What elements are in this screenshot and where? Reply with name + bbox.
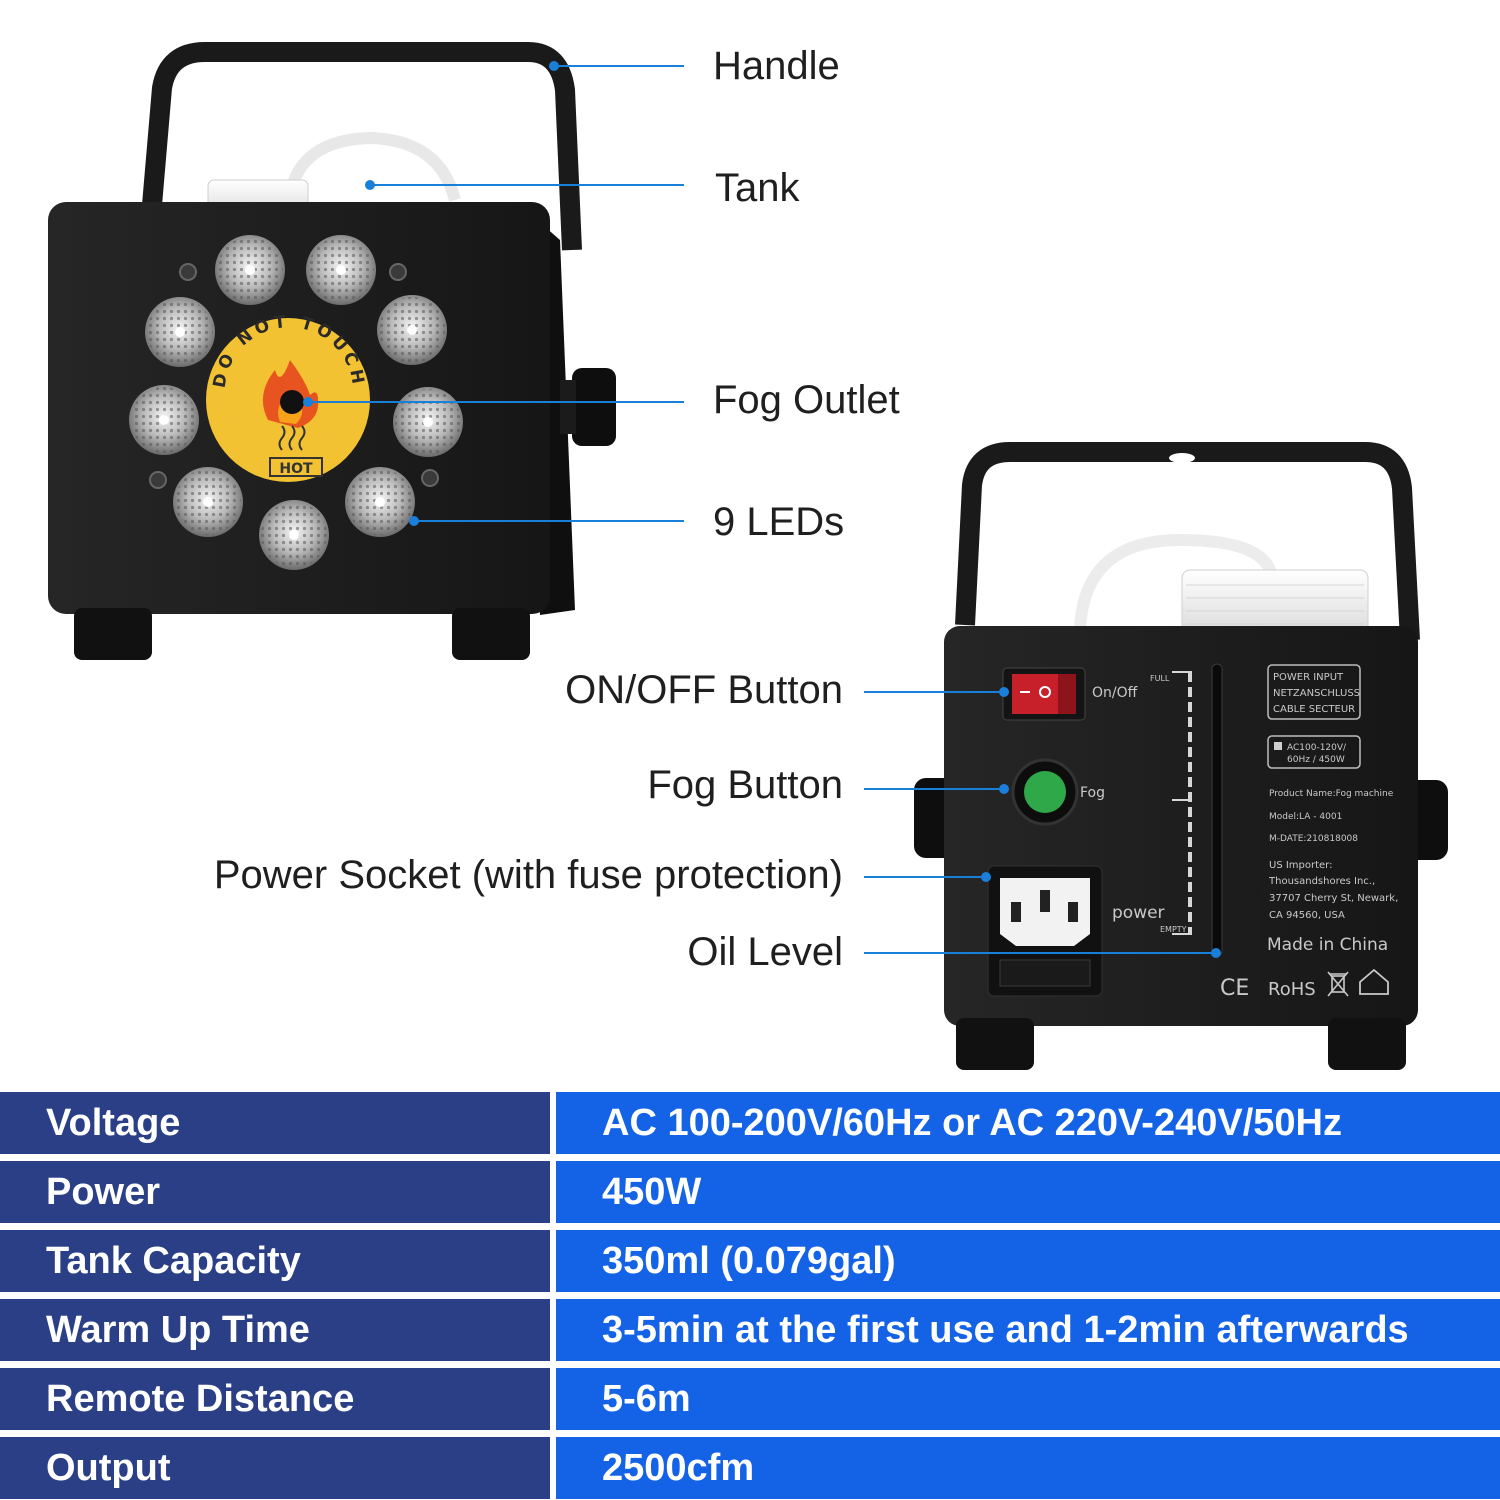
- foot: [1328, 1018, 1406, 1070]
- side-knob: [572, 368, 616, 446]
- callout-fog-outlet: Fog Outlet: [713, 378, 900, 422]
- foot: [956, 1018, 1034, 1070]
- fog-outlet-nozzle: [280, 390, 304, 414]
- level-full-label: FULL: [1150, 674, 1170, 683]
- weee-bin-icon: [1327, 971, 1349, 997]
- led: [173, 467, 243, 537]
- m-date-text: M-DATE:210818008: [1269, 834, 1358, 844]
- model-text: Model:LA - 4001: [1269, 812, 1342, 822]
- led: [215, 235, 285, 305]
- made-in-text: Made in China: [1267, 935, 1388, 955]
- specs-table: Voltage AC 100-200V/60Hz or AC 220V-240V…: [0, 1092, 1500, 1500]
- callout-tank: Tank: [715, 166, 800, 210]
- spec-label: Warm Up Time: [0, 1299, 550, 1361]
- tube: [1074, 533, 1278, 629]
- callout-oil-level: Oil Level: [687, 930, 843, 974]
- front-machine: DO NOT TOUCH HOT: [48, 42, 616, 660]
- callout-leds: 9 LEDs: [713, 500, 845, 544]
- tube: [284, 131, 461, 202]
- foot: [452, 608, 530, 660]
- foot: [74, 608, 152, 660]
- spec-row-voltage: Voltage AC 100-200V/60Hz or AC 220V-240V…: [0, 1092, 1500, 1154]
- spec-row-tank-capacity: Tank Capacity 350ml (0.079gal): [0, 1230, 1500, 1292]
- back-machine: On/Off Fog power FULL EMPTY POWER INPUT: [914, 442, 1448, 1070]
- switch-label: On/Off: [1092, 685, 1138, 701]
- spec-value: 2500cfm: [556, 1437, 1500, 1499]
- handle-hole: [352, 66, 378, 78]
- product-name-text: Product Name:Fog machine: [1269, 789, 1394, 799]
- led: [393, 387, 463, 457]
- led: [129, 385, 199, 455]
- level-empty-label: EMPTY: [1160, 925, 1187, 934]
- rating-text: AC100-120V/: [1287, 743, 1347, 753]
- handle: [955, 442, 1420, 641]
- fog-button: [1024, 771, 1066, 813]
- callout-power-socket: Power Socket (with fuse protection): [213, 853, 843, 897]
- led: [306, 235, 376, 305]
- rating-text: 60Hz / 450W: [1287, 755, 1345, 765]
- led: [345, 467, 415, 537]
- spec-value: 350ml (0.079gal): [556, 1230, 1500, 1292]
- spec-row-power: Power 450W: [0, 1161, 1500, 1223]
- power-input-text: CABLE SECTEUR: [1273, 704, 1355, 715]
- spec-label: Tank Capacity: [0, 1230, 550, 1292]
- fog-label: Fog: [1080, 785, 1105, 801]
- power-input-text: NETZANSCHLUSS: [1273, 688, 1360, 699]
- importer-text: CA 94560, USA: [1269, 910, 1345, 921]
- spec-label: Voltage: [0, 1092, 550, 1154]
- spec-row-remote-distance: Remote Distance 5-6m: [0, 1368, 1500, 1430]
- ce-mark: CE: [1220, 976, 1249, 1001]
- handle: [142, 42, 582, 251]
- spec-value: 3-5min at the first use and 1-2min after…: [556, 1299, 1500, 1361]
- spec-row-warm-up-time: Warm Up Time 3-5min at the first use and…: [0, 1299, 1500, 1361]
- product-diagram: DO NOT TOUCH HOT: [48, 42, 1448, 1070]
- spec-label: Power: [0, 1161, 550, 1223]
- callout-handle: Handle: [713, 44, 840, 88]
- power-label: power: [1112, 903, 1165, 923]
- power-input-text: POWER INPUT: [1273, 672, 1344, 683]
- fog-machine-illustration: DO NOT TOUCH HOT: [48, 42, 1448, 1070]
- importer-text: 37707 Cherry St, Newark,: [1269, 893, 1398, 904]
- importer-text: Thousandshores Inc.,: [1268, 876, 1375, 887]
- callout-on-off-button: ON/OFF Button: [565, 668, 843, 712]
- indoor-use-icon: [1359, 968, 1389, 995]
- sticker-hot-text: HOT: [279, 461, 313, 477]
- led: [377, 295, 447, 365]
- spec-value: AC 100-200V/60Hz or AC 220V-240V/50Hz: [556, 1092, 1500, 1154]
- spec-value: 5-6m: [556, 1368, 1500, 1430]
- led: [145, 297, 215, 367]
- heat-icon: [278, 425, 306, 451]
- fuse-drawer: [999, 959, 1091, 987]
- oil-level-window: [1211, 663, 1223, 957]
- spec-label: Remote Distance: [0, 1368, 550, 1430]
- spec-label: Output: [0, 1437, 550, 1499]
- spec-value: 450W: [556, 1161, 1500, 1223]
- led: [259, 500, 329, 570]
- spec-row-output: Output 2500cfm: [0, 1437, 1500, 1499]
- led-ring: [129, 235, 463, 570]
- leader-lines: [308, 65, 1216, 954]
- callout-fog-button: Fog Button: [647, 763, 843, 807]
- rohs-mark: RoHS: [1268, 979, 1316, 1000]
- importer-text: US Importer:: [1269, 860, 1333, 871]
